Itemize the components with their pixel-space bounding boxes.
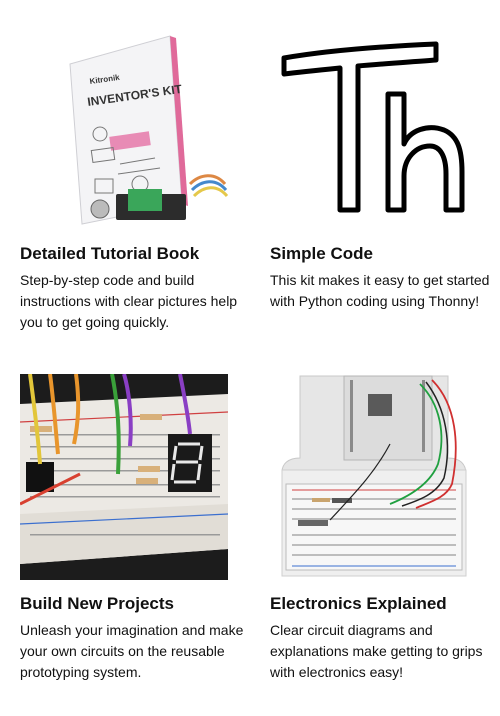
feature-title: Build New Projects (20, 594, 174, 613)
feature-title: Simple Code (270, 244, 373, 263)
breadboard-photo (20, 374, 228, 580)
feature-title: Detailed Tutorial Book (20, 244, 200, 263)
feature-title: Electronics Explained (270, 594, 447, 613)
feature-description: This kit makes it easy to get started wi… (270, 272, 490, 309)
tutorial-book-image: Kitronik INVENTOR'S KIT (20, 24, 228, 230)
thonny-logo-image: Th (270, 24, 478, 230)
book-brand: Kitronik (89, 73, 121, 86)
feature-description: Clear circuit diagrams and explanations … (270, 622, 483, 680)
feature-description: Step-by-step code and build instructions… (20, 272, 238, 330)
feature-description: Unleash your imagination and make your o… (20, 622, 244, 680)
circuit-diagram-image (270, 374, 478, 580)
